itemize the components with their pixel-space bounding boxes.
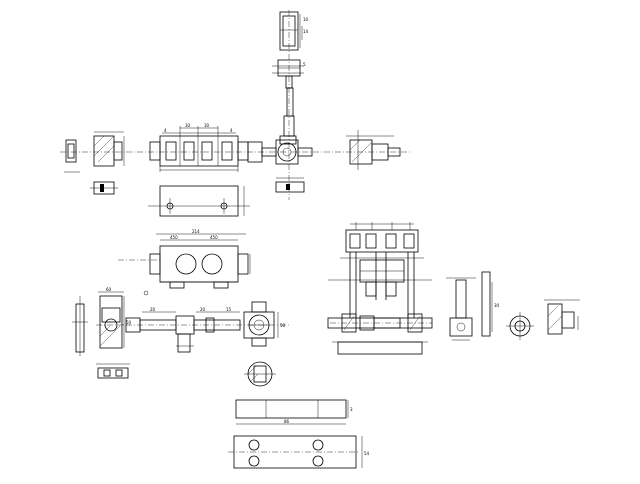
flange-view: 50 (243, 301, 286, 347)
dim-top-shaft-2: 14 (303, 29, 309, 34)
dim-rail-length: 86 (284, 419, 290, 424)
rail-bar-view: 86 3 (235, 399, 353, 425)
dim-plan-1: 30 (185, 123, 191, 128)
right-round-view (506, 312, 534, 340)
right-side-bracket-view: 30 (446, 271, 500, 341)
dim-top-shaft-1: 10 (303, 17, 309, 22)
dim-shaft-seg-3: 15 (226, 307, 232, 312)
long-shaft-view: 20 20 15 (125, 307, 290, 353)
dim-front-total: 214 (192, 229, 200, 234)
dim-plan-2: 30 (204, 123, 210, 128)
top-shaft-view: 10 14 5 (272, 10, 309, 200)
dim-plan-small-2: 4 (230, 128, 233, 133)
dim-flange-height: 50 (280, 323, 286, 328)
left-end-view (64, 139, 80, 173)
dim-front-left: 450 (170, 235, 178, 240)
block-plan-view: 30 30 4 4 (149, 123, 249, 172)
dim-right-assy-height: 30 (494, 303, 500, 308)
dim-bracket-width: 60 (106, 287, 112, 292)
right-assembly-view (327, 222, 433, 355)
left-bracket-bottom (96, 363, 130, 379)
left-collar-view (90, 131, 125, 195)
dim-plate-height: 54 (364, 451, 370, 456)
dim-top-shaft-3: 5 (303, 62, 306, 67)
dim-rail-height: 3 (350, 407, 353, 412)
round-part-view (244, 361, 276, 387)
block-front-view: 214 450 450 (118, 229, 251, 296)
dim-front-right: 450 (210, 235, 218, 240)
dim-side-height: 50 (126, 320, 132, 325)
left-bracket-front: 60 50 (96, 287, 132, 349)
dim-plan-small-1: 4 (164, 128, 167, 133)
right-end-block-view (544, 299, 580, 335)
center-hub-view (247, 139, 313, 193)
dim-shaft-seg-1: 20 (150, 307, 156, 312)
block-side-view (148, 185, 250, 217)
dim-shaft-seg-2: 20 (200, 307, 206, 312)
right-end-view (346, 130, 401, 170)
left-bracket-side (72, 296, 88, 356)
bottom-plate-view: 54 (228, 435, 370, 469)
